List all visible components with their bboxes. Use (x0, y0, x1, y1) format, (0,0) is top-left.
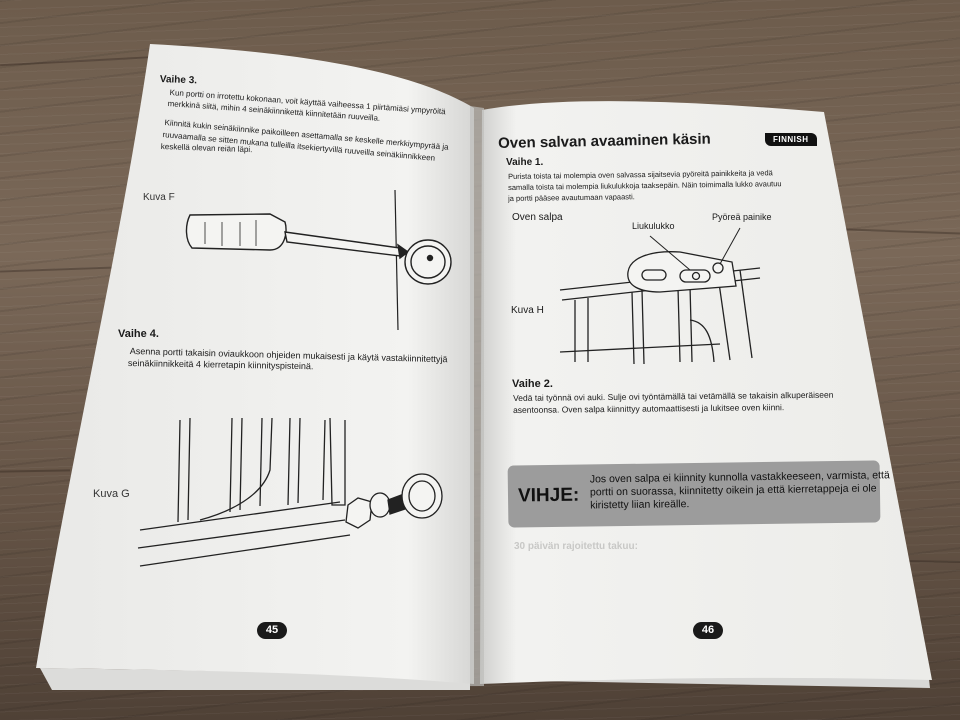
step2-title: Vaihe 2. (512, 378, 553, 390)
page-number-right: 46 (693, 622, 723, 639)
figure-h-label: Kuva H (511, 305, 544, 316)
figure-g-label: Kuva G (93, 488, 130, 500)
tip-box: VIHJE: Jos oven salpa ei kiinnity kunnol… (507, 460, 890, 528)
page-number-left: 45 (257, 622, 287, 639)
tip-label: VIHJE: (517, 484, 580, 507)
language-tag: FINNISH (765, 133, 817, 146)
figure-f-label: Kuva F (143, 192, 175, 203)
tip-text: Jos oven salpa ei kiinnity kunnolla vast… (590, 469, 891, 512)
figure-f-illustration (185, 189, 452, 331)
figure-g-illustration (137, 417, 443, 567)
step1-title: Vaihe 1. (506, 157, 544, 168)
spine-shadow (470, 106, 484, 686)
label-round-button: Pyöreä painike (712, 212, 772, 222)
step3-title: Vaihe 3. (159, 74, 198, 87)
right-page (480, 101, 932, 684)
step4-title: Vaihe 4. (118, 328, 159, 340)
label-slide-lock: Liukulukko (632, 221, 675, 231)
figure-h-illustration (559, 227, 761, 365)
warranty-heading: 30 päivän rajoitettu takuu: (514, 541, 638, 552)
tip-text-line: kiristetty liian kireälle. (590, 498, 690, 512)
label-door-latch: Oven salpa (512, 212, 563, 223)
step1-text: ja portti pääsee avautumaan vapaasti. (508, 192, 635, 203)
